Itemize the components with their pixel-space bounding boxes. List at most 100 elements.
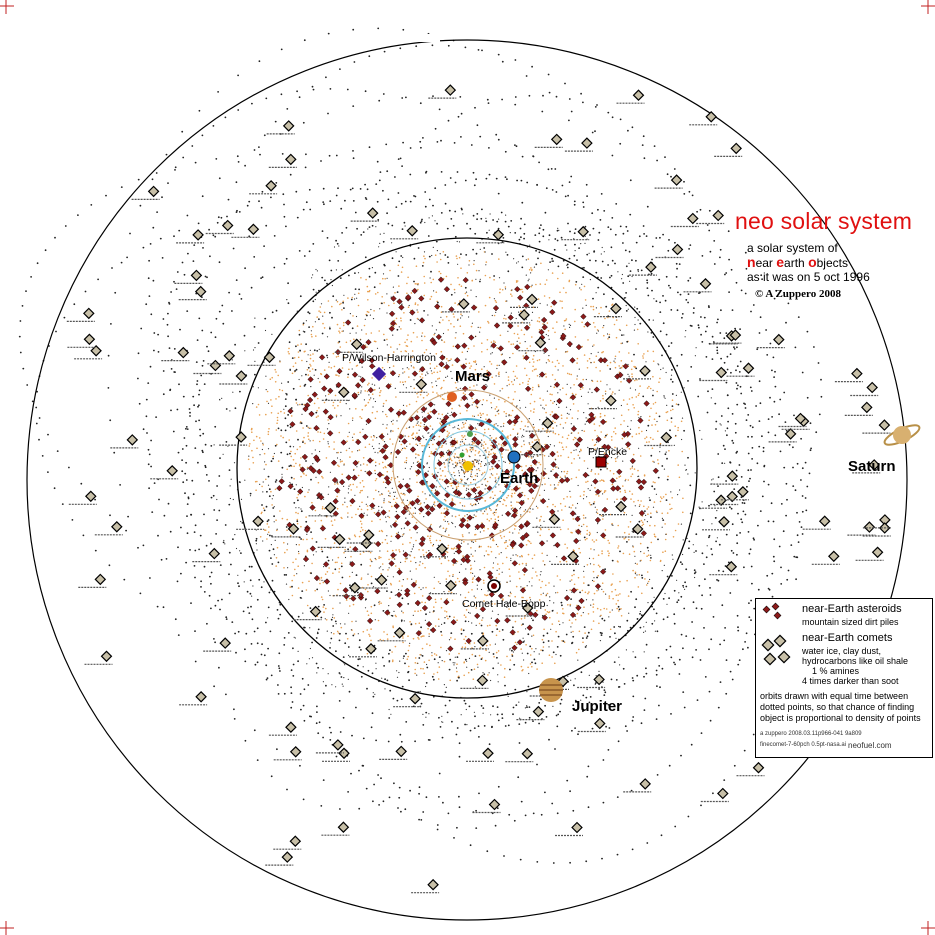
- scatter-dot: [474, 493, 477, 495]
- scatter-dot: [309, 349, 311, 351]
- orbit-dot: [592, 227, 595, 230]
- dust-dot: [469, 503, 472, 505]
- scatter-dot: [611, 448, 613, 450]
- orbit-dot: [287, 632, 290, 634]
- dust-dot: [519, 383, 521, 386]
- dust-dot: [368, 289, 371, 292]
- dust-dot: [328, 567, 330, 569]
- orbit-dot: [177, 451, 180, 454]
- orbit-dot: [669, 357, 672, 359]
- orbit-dot: [339, 277, 342, 279]
- orbit-dot: [342, 716, 345, 719]
- dust-dot: [583, 517, 585, 519]
- scatter-dot: [371, 445, 373, 447]
- dust-dot: [320, 596, 323, 598]
- dust-dot: [648, 385, 650, 388]
- scatter-dot: [529, 599, 532, 601]
- orbit-dot: [285, 257, 288, 260]
- scatter-dot: [520, 481, 522, 483]
- dust-dot: [490, 453, 492, 455]
- scatter-dot: [361, 329, 363, 331]
- scatter-dot: [307, 354, 309, 356]
- scatter-dot: [676, 579, 678, 581]
- scatter-dot: [661, 570, 663, 572]
- orbit-dot: [365, 598, 367, 601]
- dust-dot: [652, 438, 654, 441]
- dust-dot: [515, 281, 518, 283]
- dust-dot: [393, 302, 395, 305]
- orbit-dot: [269, 534, 271, 537]
- scatter-dot: [606, 468, 608, 470]
- dust-dot: [606, 364, 609, 367]
- scatter-dot: [343, 485, 345, 487]
- dust-dot: [596, 329, 599, 331]
- scatter-dot: [556, 556, 558, 558]
- scatter-dot: [613, 501, 616, 503]
- dust-dot: [472, 555, 474, 557]
- dust-dot: [386, 361, 389, 363]
- dust-dot: [430, 489, 433, 492]
- dust-dot: [474, 449, 477, 452]
- scatter-dot: [587, 446, 589, 449]
- orbit-dot: [328, 154, 331, 157]
- dust-dot: [637, 343, 639, 345]
- scatter-dot: [360, 390, 362, 392]
- orbit-dot: [493, 275, 495, 277]
- dust-dot: [416, 411, 419, 413]
- scatter-dot: [490, 473, 492, 475]
- dust-dot: [349, 483, 352, 486]
- dust-dot: [464, 635, 467, 638]
- dust-dot: [505, 318, 507, 320]
- orbit-dot: [514, 688, 517, 691]
- dust-dot: [554, 432, 557, 435]
- scatter-dot: [315, 476, 317, 478]
- dust-dot: [392, 626, 395, 629]
- dust-dot: [402, 533, 404, 536]
- dust-dot: [400, 320, 402, 322]
- dust-dot: [512, 352, 514, 355]
- dust-dot: [614, 588, 617, 591]
- dust-dot: [297, 356, 300, 359]
- dust-dot: [453, 438, 456, 440]
- scatter-dot: [326, 428, 329, 430]
- scatter-dot: [529, 508, 531, 510]
- dust-dot: [446, 551, 449, 554]
- scatter-dot: [429, 494, 431, 496]
- dust-dot: [454, 337, 457, 339]
- dust-dot: [378, 556, 381, 558]
- scatter-dot: [223, 539, 225, 542]
- scatter-dot: [384, 688, 386, 690]
- scatter-dot: [546, 540, 548, 542]
- dust-dot: [421, 635, 424, 637]
- orbit-dot: [651, 289, 653, 292]
- scatter-dot: [494, 481, 496, 483]
- dust-dot: [359, 520, 362, 523]
- scatter-dot: [547, 269, 550, 271]
- scatter-dot: [488, 453, 490, 455]
- dust-dot: [404, 558, 407, 560]
- scatter-dot: [484, 457, 486, 460]
- scatter-dot: [380, 566, 382, 568]
- orbit-dot: [796, 462, 799, 465]
- dust-dot: [398, 343, 401, 346]
- orbit-dot: [537, 257, 539, 260]
- dust-dot: [427, 412, 430, 415]
- scatter-dot: [680, 523, 683, 525]
- scatter-dot: [574, 250, 576, 252]
- scatter-dot: [504, 288, 507, 290]
- scatter-dot: [378, 567, 380, 569]
- dust-dot: [671, 497, 673, 499]
- orbit-dot: [274, 481, 277, 483]
- dust-dot: [294, 452, 297, 455]
- dust-dot: [565, 291, 567, 294]
- orbit-dot: [413, 257, 416, 260]
- dust-dot: [517, 325, 519, 327]
- dust-dot: [519, 451, 522, 453]
- scatter-dot: [349, 408, 351, 410]
- scatter-dot: [359, 505, 361, 507]
- dust-dot: [628, 533, 630, 535]
- scatter-dot: [390, 429, 392, 432]
- orbit-dot: [338, 340, 341, 343]
- scatter-dot: [592, 457, 594, 459]
- dust-dot: [335, 356, 338, 358]
